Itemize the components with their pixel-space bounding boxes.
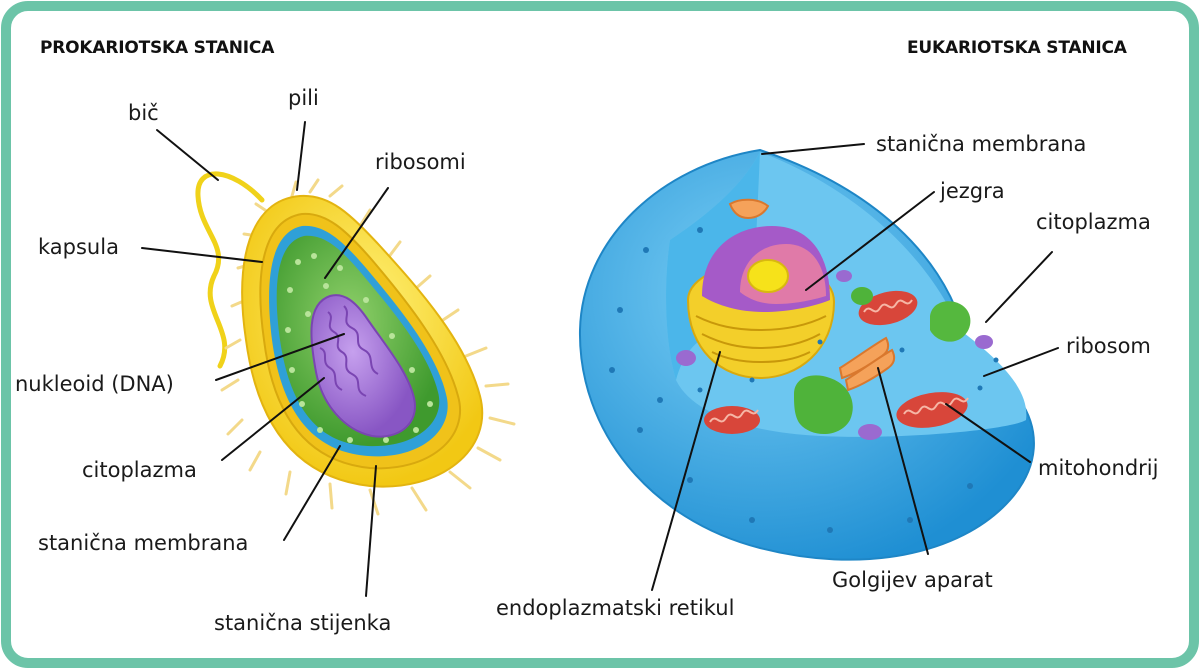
vesicle-2 <box>930 301 970 341</box>
label-ribosomes: ribosomi <box>375 152 466 173</box>
label-cell-wall: stanična stijenka <box>214 613 391 634</box>
label-mitochondrion: mitohondrij <box>1038 458 1158 479</box>
lysosome-4 <box>836 270 852 282</box>
prokaryote-cell <box>198 174 514 514</box>
eukaryote-cell <box>580 150 1034 560</box>
label-capsule: kapsula <box>38 237 119 258</box>
label-pili: pili <box>288 88 319 109</box>
lysosome-2 <box>858 424 882 440</box>
label-nucleus: jezgra <box>940 181 1005 202</box>
label-membrane-eu: stanična membrana <box>876 134 1086 155</box>
label-nucleoid: nukleoid (DNA) <box>15 374 174 395</box>
label-cytoplasm-pro: citoplazma <box>82 460 197 481</box>
label-flagellum: bič <box>128 103 159 124</box>
lysosome-1 <box>676 350 696 366</box>
lysosome-3 <box>975 335 993 349</box>
label-cytoplasm-eu: citoplazma <box>1036 212 1151 233</box>
label-ribosome: ribosom <box>1066 336 1151 357</box>
label-er: endoplazmatski retikul <box>496 598 734 619</box>
mitochondrion-2 <box>704 406 760 434</box>
vesicle-3 <box>851 287 873 305</box>
label-golgi: Golgijev aparat <box>832 570 993 591</box>
heading-eukaryote: EUKARIOTSKA STANICA <box>907 40 1127 57</box>
heading-prokaryote: PROKARIOTSKA STANICA <box>40 40 274 57</box>
label-membrane-pro: stanična membrana <box>38 533 248 554</box>
nucleolus <box>748 260 788 292</box>
